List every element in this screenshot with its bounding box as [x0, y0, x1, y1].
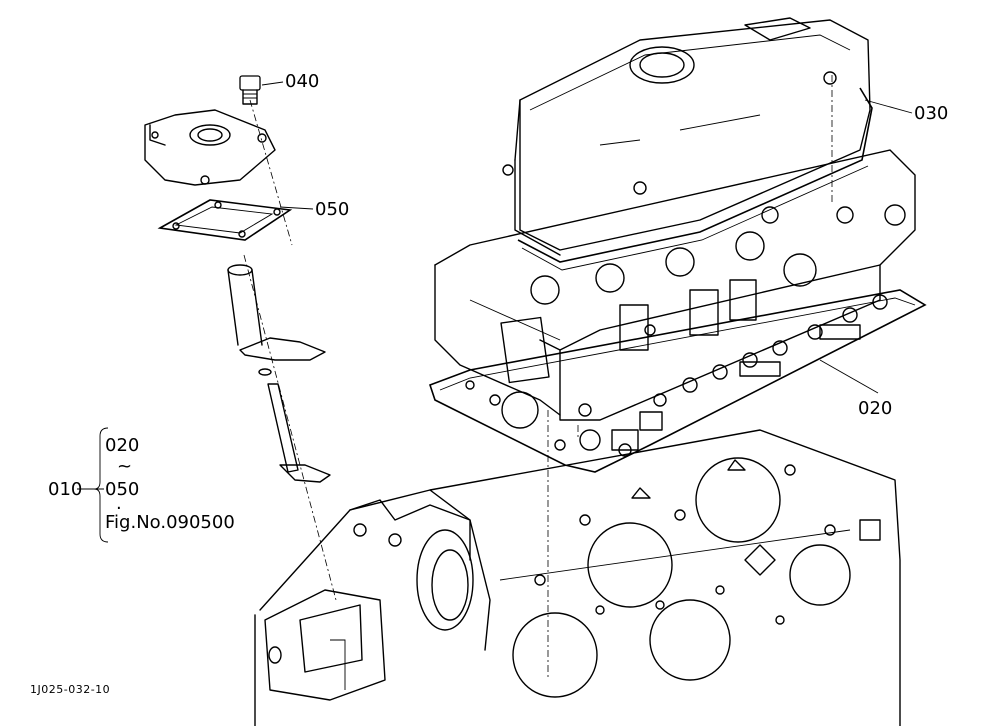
cylinder-head — [434, 149, 916, 421]
front-housing — [264, 499, 491, 701]
group-range-end: 050 — [105, 479, 140, 500]
group-range-tilde: ~ — [117, 456, 133, 477]
cylinder-head-gasket — [428, 289, 927, 473]
callout-020: 020 — [858, 398, 893, 419]
group-range-start: 020 — [105, 435, 140, 456]
callout-050: 050 — [315, 199, 350, 220]
group-dot: · — [116, 498, 122, 519]
figure-reference: Fig.No.090500 — [105, 512, 235, 533]
bolt-040 — [239, 75, 261, 105]
group-main-number: 010 — [48, 479, 83, 500]
thermostat-pipe — [227, 264, 331, 483]
callout-030: 030 — [914, 103, 949, 124]
drawing-code: 1J025-032-10 — [30, 683, 111, 696]
group-bracket — [93, 427, 109, 543]
cylinder-block — [254, 429, 901, 726]
head-cover — [502, 17, 871, 256]
head-cover-gasket — [517, 87, 873, 263]
leader-lines — [77, 81, 913, 490]
center-lines — [243, 75, 833, 680]
thermostat-cover — [144, 109, 276, 186]
callout-040: 040 — [285, 71, 320, 92]
gasket-050 — [157, 199, 293, 241]
